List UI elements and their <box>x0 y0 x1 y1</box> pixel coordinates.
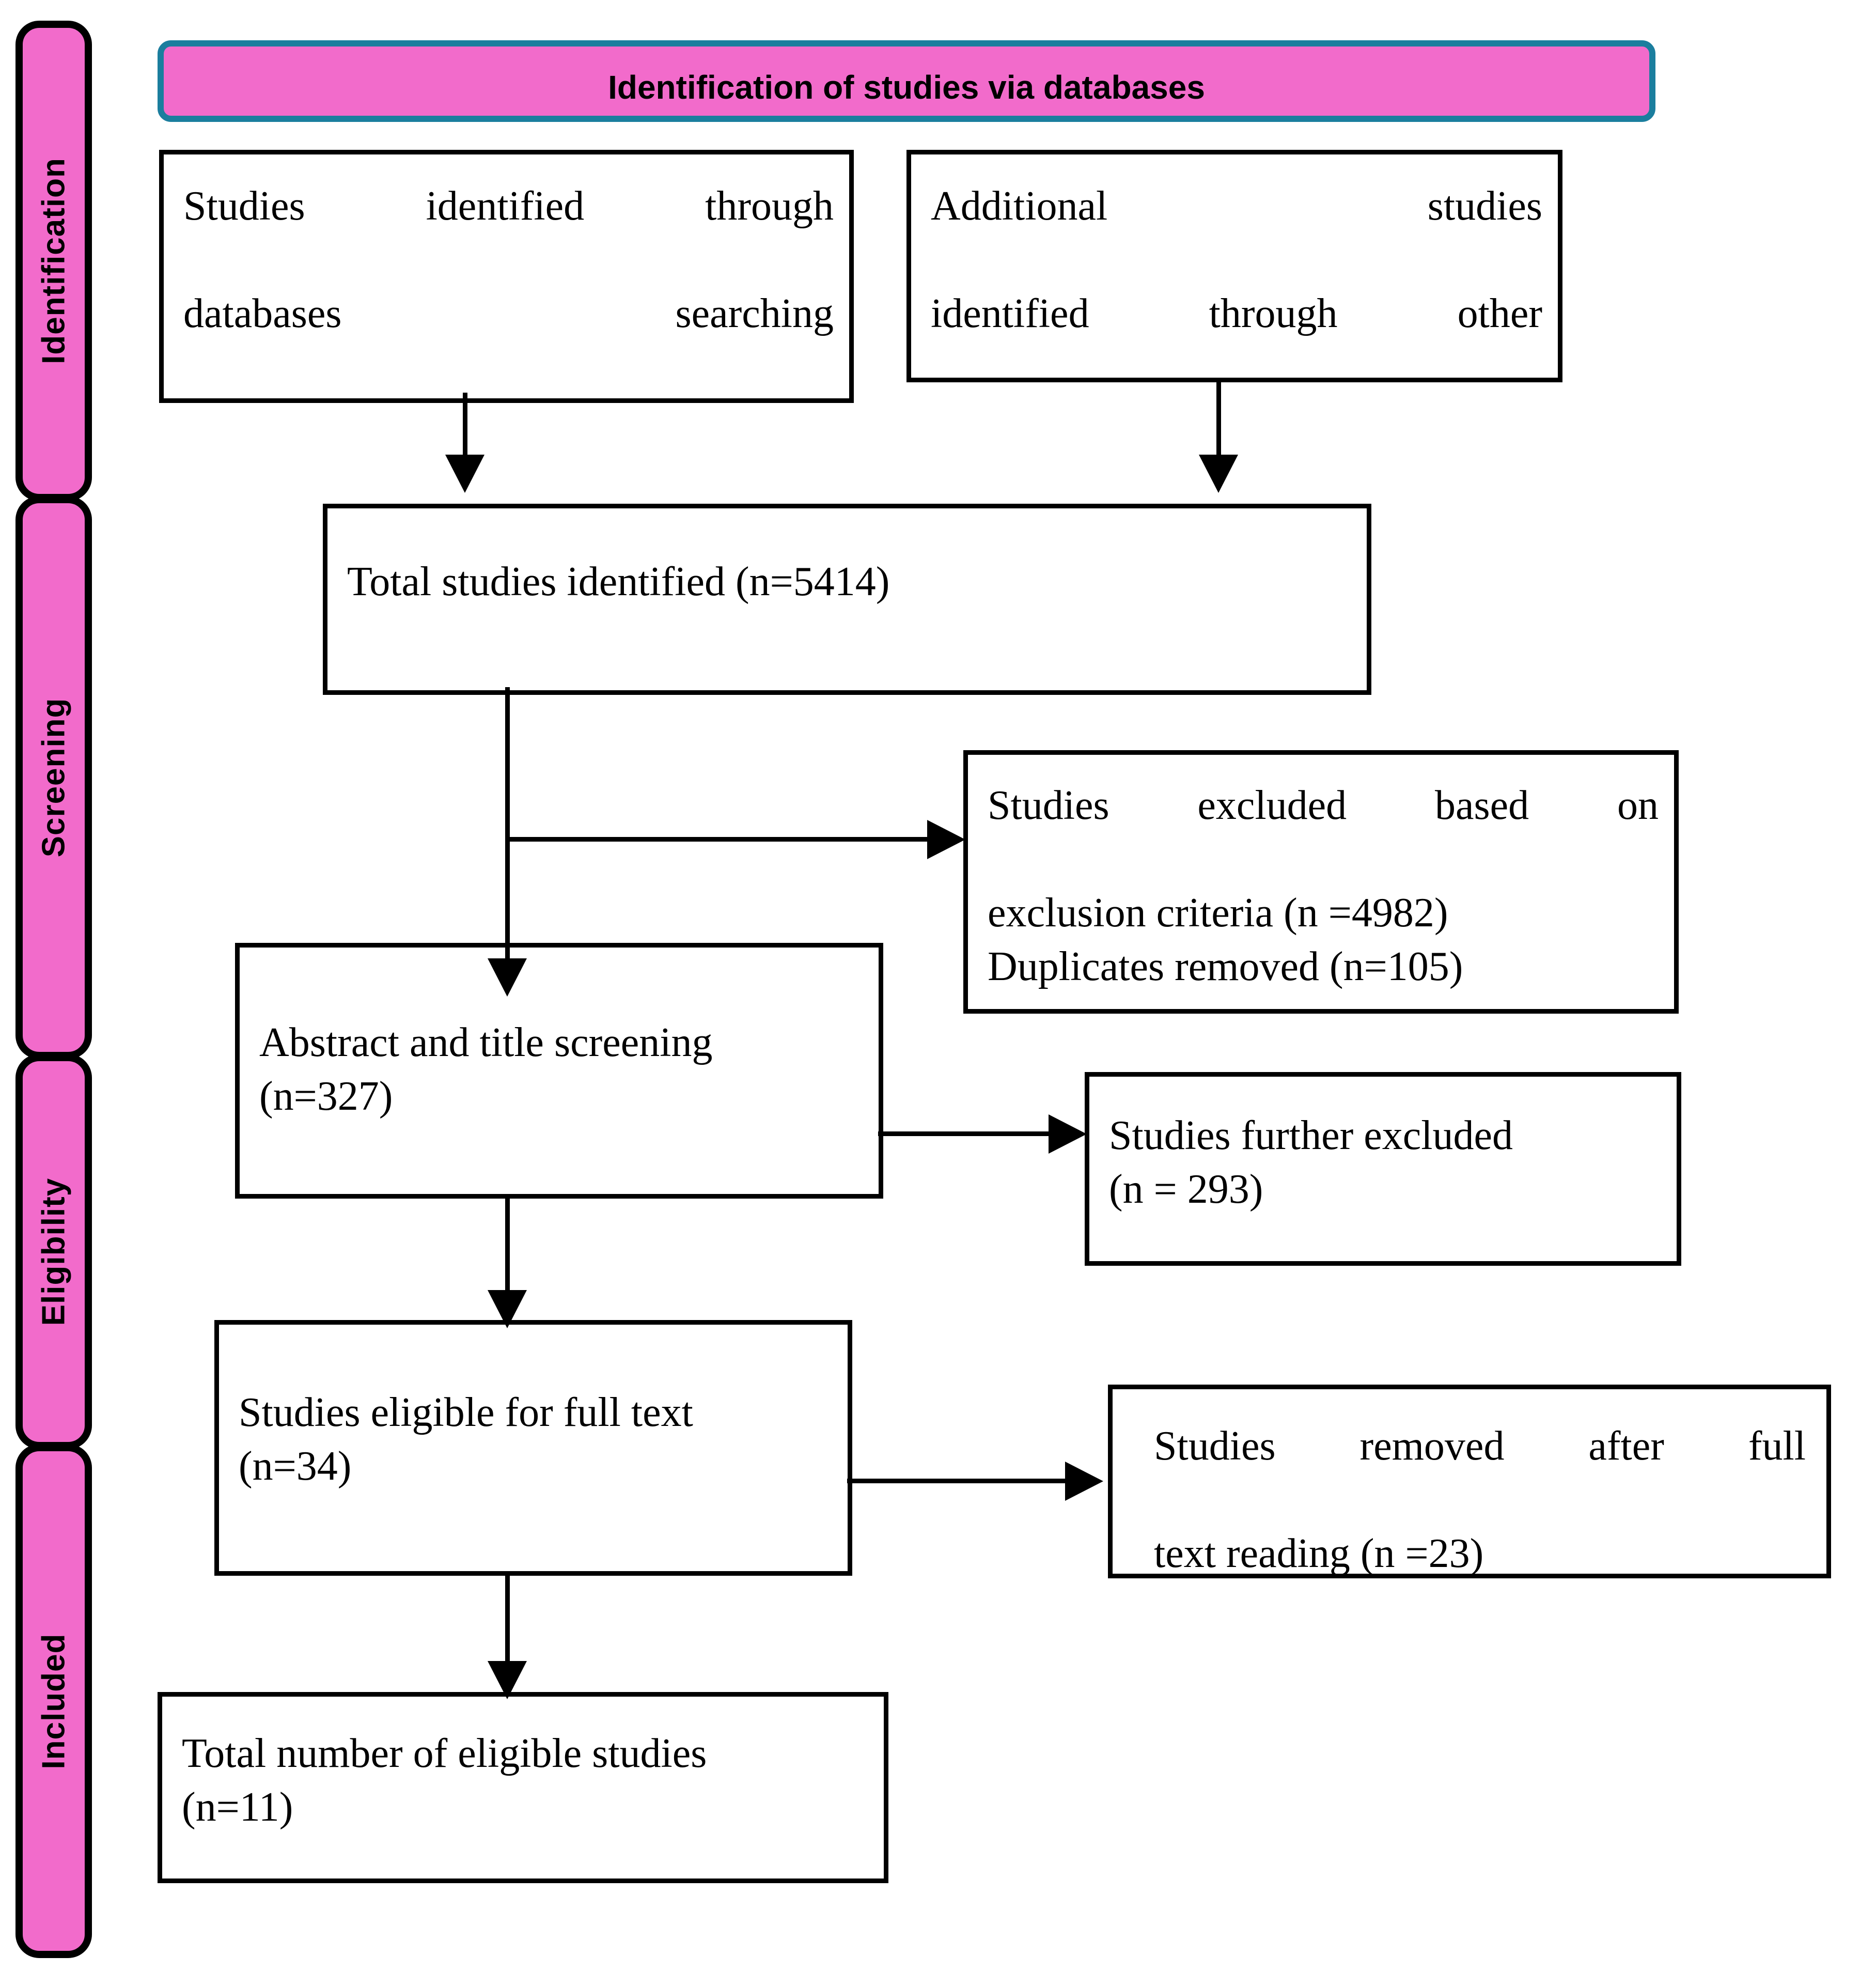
phase-screening: Screening <box>15 496 92 1059</box>
phase-identification-label: Identification <box>36 158 72 364</box>
connector-other-sources-to-total <box>1216 382 1221 457</box>
node-abstract-screening-line-2: (n=327) <box>259 1074 393 1119</box>
node-further-excluded-line-2: (n = 293) <box>1109 1167 1263 1212</box>
connector-abstract-to-eligible <box>505 1196 510 1294</box>
phase-identification: Identification <box>15 21 92 501</box>
node-total-eligible-line-1: Total number of eligible studies <box>182 1731 707 1776</box>
diagram-header-banner: Identification of studies via databases <box>158 40 1655 122</box>
diagram-title: Identification of studies via databases <box>608 69 1205 106</box>
node-total-identified-line-1: Total studies identified (n=5414) <box>347 559 890 604</box>
phase-eligibility: Eligibility <box>15 1054 92 1449</box>
arrowhead-db-search-to-total <box>445 455 484 493</box>
node-studies-removed-full-text: Studies removed after full text reading … <box>1108 1385 1831 1578</box>
node-eligible-full-text-line-2: (n=34) <box>239 1443 352 1489</box>
node-additional-studies-other-sources: Additional studies identified through ot… <box>906 150 1562 382</box>
node-db-search-line-1: Studies identified through <box>183 183 834 229</box>
phase-included-label: Included <box>36 1633 72 1769</box>
node-db-search-line-3: (n=5,395) <box>183 394 834 398</box>
node-excluded-criteria-line-1: Studies excluded based on <box>988 783 1659 828</box>
node-total-studies-identified: Total studies identified (n=5414) <box>323 504 1371 695</box>
node-other-sources-line-1: Additional studies <box>931 183 1542 229</box>
arrowhead-eligible-to-removed <box>1065 1462 1103 1501</box>
arrowhead-total-to-abstract-screening <box>488 958 527 997</box>
connector-eligible-to-removed <box>847 1479 1069 1483</box>
node-removed-full-text-line-2: text reading (n =23) <box>1154 1531 1484 1576</box>
connector-db-search-to-total <box>463 393 467 457</box>
connector-total-to-abstract-screening <box>505 687 510 961</box>
arrowhead-abstract-to-eligible <box>488 1290 527 1328</box>
connector-eligible-to-total-eligible <box>505 1573 510 1666</box>
arrowhead-abstract-to-further-excluded <box>1049 1114 1087 1154</box>
node-studies-further-excluded: Studies further excluded (n = 293) <box>1085 1072 1681 1266</box>
node-abstract-screening-line-1: Abstract and title screening <box>259 1020 713 1065</box>
node-excluded-criteria-line-2: exclusion criteria (n =4982) <box>988 890 1448 936</box>
arrowhead-eligible-to-total-eligible <box>488 1661 527 1699</box>
arrowhead-total-to-excluded-criteria <box>927 820 965 859</box>
phase-screening-label: Screening <box>36 697 72 858</box>
node-other-sources-line-2: identified through other <box>931 291 1542 336</box>
node-total-eligible-line-2: (n=11) <box>182 1784 293 1830</box>
node-eligible-full-text-line-1: Studies eligible for full text <box>239 1390 693 1435</box>
node-studies-excluded-criteria: Studies excluded based on exclusion crit… <box>963 750 1679 1014</box>
node-db-search-line-2: databases searching <box>183 291 834 336</box>
connector-abstract-to-further-excluded <box>878 1131 1054 1136</box>
node-studies-eligible-full-text: Studies eligible for full text (n=34) <box>214 1320 852 1576</box>
node-total-eligible-studies: Total number of eligible studies (n=11) <box>158 1692 888 1883</box>
connector-total-to-excluded-criteria <box>507 837 931 842</box>
phase-included: Included <box>15 1444 92 1958</box>
node-further-excluded-line-1: Studies further excluded <box>1109 1113 1513 1158</box>
node-removed-full-text-line-1: Studies removed after full <box>1154 1423 1806 1469</box>
node-abstract-title-screening: Abstract and title screening (n=327) <box>235 943 883 1199</box>
phase-eligibility-label: Eligibility <box>36 1177 72 1326</box>
node-excluded-criteria-line-3: Duplicates removed (n=105) <box>988 944 1463 989</box>
arrowhead-other-sources-to-total <box>1199 455 1238 493</box>
node-studies-identified-databases: Studies identified through databases sea… <box>159 150 854 403</box>
